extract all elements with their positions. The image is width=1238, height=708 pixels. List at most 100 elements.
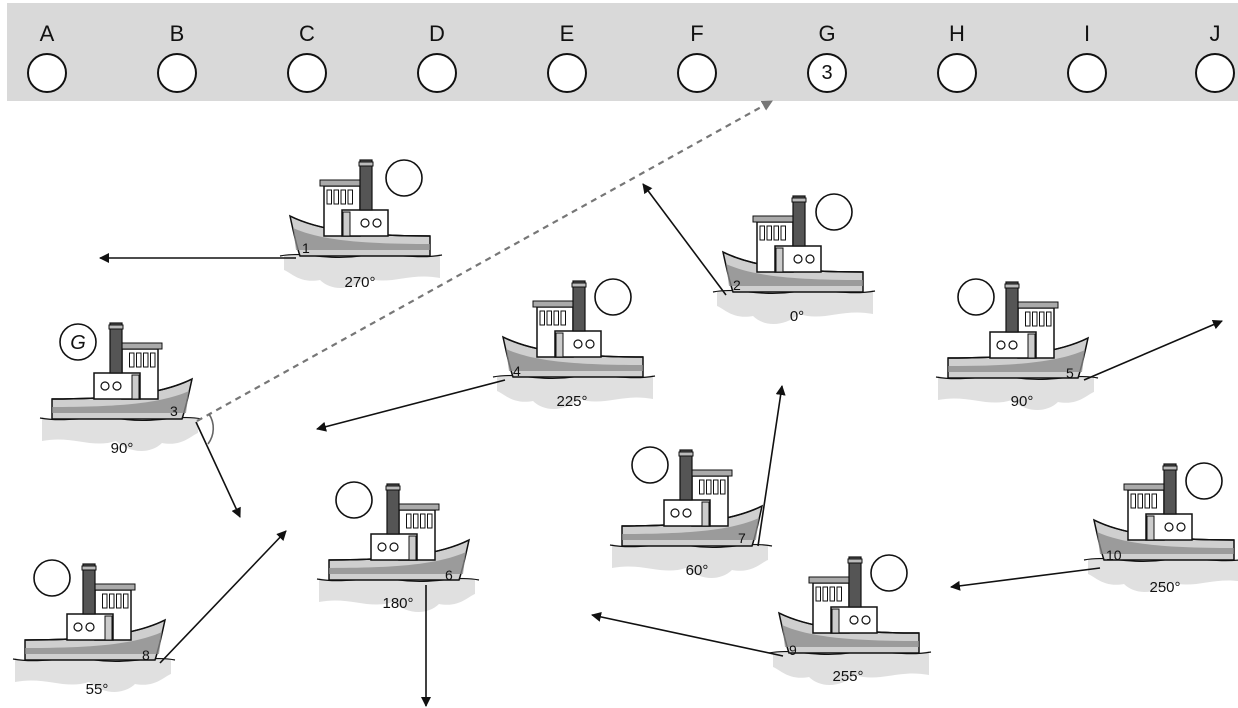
ship-number: 1 bbox=[302, 240, 310, 256]
ship-answer-circle[interactable] bbox=[33, 559, 71, 597]
ship-number: 8 bbox=[142, 647, 150, 663]
heading-label: 250° bbox=[1149, 579, 1180, 596]
funnel bbox=[1004, 281, 1020, 333]
ship-answer-circle[interactable] bbox=[59, 323, 97, 361]
heading-label: 60° bbox=[686, 562, 709, 579]
cabin bbox=[989, 301, 1059, 359]
ship-number: 10 bbox=[1106, 547, 1122, 563]
ship-answer-circle[interactable] bbox=[1185, 462, 1223, 500]
slot-letter: G bbox=[818, 21, 836, 46]
ship-icon bbox=[712, 195, 876, 324]
cabin bbox=[66, 583, 136, 641]
ship-answer-circle[interactable] bbox=[594, 278, 632, 316]
ship-icon bbox=[39, 322, 203, 451]
ship-icon bbox=[1083, 463, 1238, 592]
slot-letter: C bbox=[299, 21, 315, 46]
ship-number: 4 bbox=[513, 363, 521, 379]
funnel bbox=[358, 159, 374, 211]
ship-1: 1 270° bbox=[279, 159, 443, 291]
answer-circle[interactable] bbox=[157, 53, 197, 93]
answer-slot-f: F bbox=[675, 3, 719, 101]
ship-answer-circle[interactable] bbox=[957, 278, 995, 316]
ship-number: 6 bbox=[445, 567, 453, 583]
slot-letter: E bbox=[559, 21, 575, 46]
ship-icon bbox=[768, 556, 932, 685]
ship-answer-circle[interactable] bbox=[385, 159, 423, 197]
ship-3: G 3 90° bbox=[39, 322, 203, 457]
answer-circle[interactable]: 3 bbox=[807, 53, 847, 93]
cabin bbox=[1123, 483, 1193, 541]
answer-circle[interactable] bbox=[1067, 53, 1107, 93]
heading-arrow-ship-8 bbox=[159, 530, 287, 664]
answer-circle[interactable] bbox=[937, 53, 977, 93]
ship-5: 590° bbox=[935, 278, 1099, 410]
slot-letter: B bbox=[169, 21, 185, 46]
cabin bbox=[532, 300, 602, 358]
ship-answer-circle[interactable] bbox=[870, 554, 908, 592]
answer-slot-b: B bbox=[155, 3, 199, 101]
answer-slot-e: E bbox=[545, 3, 589, 101]
cabin bbox=[752, 215, 822, 273]
example-dashed-arrow bbox=[196, 100, 773, 422]
cabin bbox=[93, 342, 163, 400]
heading-label: 0° bbox=[790, 308, 804, 325]
ship-2: 20° bbox=[712, 193, 876, 325]
ship-answer-circle[interactable] bbox=[631, 446, 669, 484]
ship-icon bbox=[935, 281, 1099, 410]
heading-label: 55° bbox=[86, 681, 109, 698]
ship-number: 9 bbox=[789, 642, 797, 658]
cabin bbox=[370, 503, 440, 561]
ship-4: 4 225° bbox=[492, 278, 656, 410]
slot-letter: D bbox=[429, 21, 445, 46]
answer-slot-i: I bbox=[1065, 3, 1109, 101]
ship-number: 3 bbox=[170, 403, 178, 419]
heading-label: 90° bbox=[111, 440, 134, 457]
ship-icon bbox=[609, 449, 773, 578]
answer-circle[interactable] bbox=[547, 53, 587, 93]
heading-arrow-ship-4 bbox=[316, 379, 506, 432]
heading-label: 255° bbox=[832, 668, 863, 685]
answer-slot-c: C bbox=[285, 3, 329, 101]
funnel bbox=[791, 195, 807, 247]
heading-arrow-ship-9 bbox=[591, 612, 784, 657]
ship-9: 9 255° bbox=[768, 554, 932, 685]
answer-slot-h: H bbox=[935, 3, 979, 101]
heading-arrow-ship-3 bbox=[195, 421, 241, 518]
funnel bbox=[571, 280, 587, 332]
cabin bbox=[319, 179, 389, 237]
ship-icon bbox=[279, 159, 443, 288]
answer-circle[interactable] bbox=[1195, 53, 1235, 93]
ship-answer-circle[interactable] bbox=[815, 193, 853, 231]
slot-letter: J bbox=[1209, 21, 1221, 46]
funnel bbox=[81, 563, 97, 615]
heading-arrow-ship-2 bbox=[642, 183, 727, 296]
heading-arrows bbox=[99, 100, 1223, 707]
ship-answer-text: G bbox=[70, 332, 86, 354]
cabin bbox=[808, 576, 878, 634]
ship-icon bbox=[316, 483, 480, 612]
heading-label: 270° bbox=[344, 274, 375, 291]
funnel bbox=[108, 322, 124, 374]
ship-number: 5 bbox=[1066, 365, 1074, 381]
answer-circle[interactable] bbox=[417, 53, 457, 93]
funnel bbox=[678, 449, 694, 501]
answer-circle[interactable] bbox=[287, 53, 327, 93]
heading-arrow-ship-5 bbox=[1083, 319, 1223, 381]
ship-icon bbox=[492, 280, 656, 409]
answer-slot-j: J bbox=[1193, 3, 1237, 101]
answer-circle[interactable] bbox=[677, 53, 717, 93]
ship-icon bbox=[12, 563, 176, 692]
cabin bbox=[663, 469, 733, 527]
heading-arrow-ship-7 bbox=[757, 385, 786, 547]
answer-circle[interactable] bbox=[27, 53, 67, 93]
funnel bbox=[1162, 463, 1178, 515]
angle-arc bbox=[207, 413, 215, 445]
heading-label: 225° bbox=[556, 393, 587, 410]
slot-letter: I bbox=[1083, 21, 1091, 46]
ship-8: 8 55° bbox=[12, 559, 176, 698]
ship-answer-circle[interactable] bbox=[335, 481, 373, 519]
slot-letter: H bbox=[949, 21, 965, 46]
